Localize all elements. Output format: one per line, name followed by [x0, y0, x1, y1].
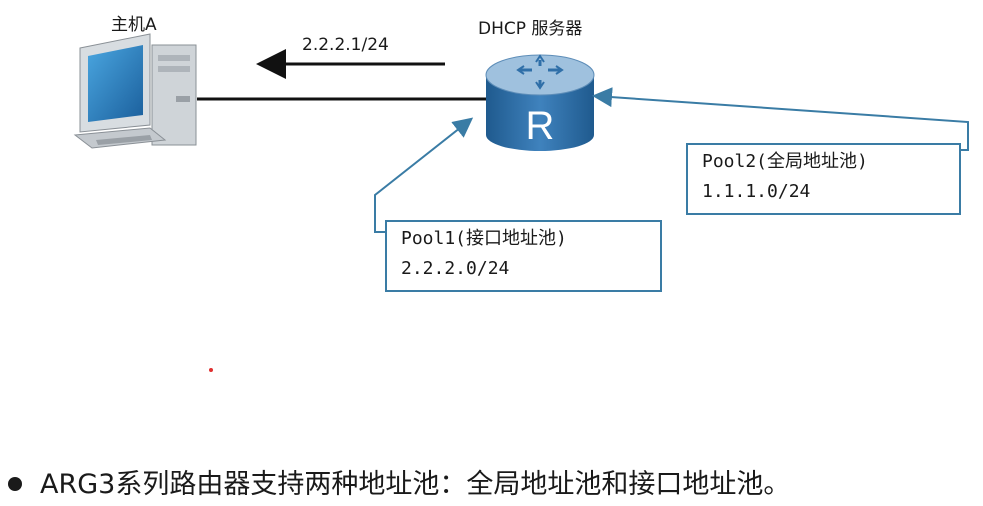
marker-dot: [209, 368, 213, 372]
bullet-dot-icon: [8, 476, 22, 491]
host-label: 主机A: [111, 15, 157, 35]
server-label: DHCP 服务器: [478, 19, 583, 39]
pool1-network: 2.2.2.0/24: [401, 258, 510, 279]
host-computer-icon: [73, 33, 197, 149]
pool2-box: Pool2(全局地址池) 1.1.1.0/24: [686, 143, 961, 215]
pool1-box: Pool1(接口地址池) 2.2.2.0/24: [385, 220, 662, 292]
router-icon: [485, 54, 595, 151]
pool1-connector: [374, 117, 474, 233]
pool2-connector: [592, 87, 969, 151]
note-text: ARG3系列路由器支持两种地址池：全局地址池和接口地址池。: [40, 469, 791, 500]
note-bullet: ARG3系列路由器支持两种地址池：全局地址池和接口地址池。: [8, 462, 790, 501]
router-symbol: R: [526, 104, 555, 148]
pool2-title: Pool2(全局地址池): [702, 151, 868, 172]
pool2-network: 1.1.1.0/24: [702, 181, 811, 202]
pool1-title: Pool1(接口地址池): [401, 228, 567, 249]
assigned-ip-label: 2.2.2.1/24: [302, 35, 389, 55]
